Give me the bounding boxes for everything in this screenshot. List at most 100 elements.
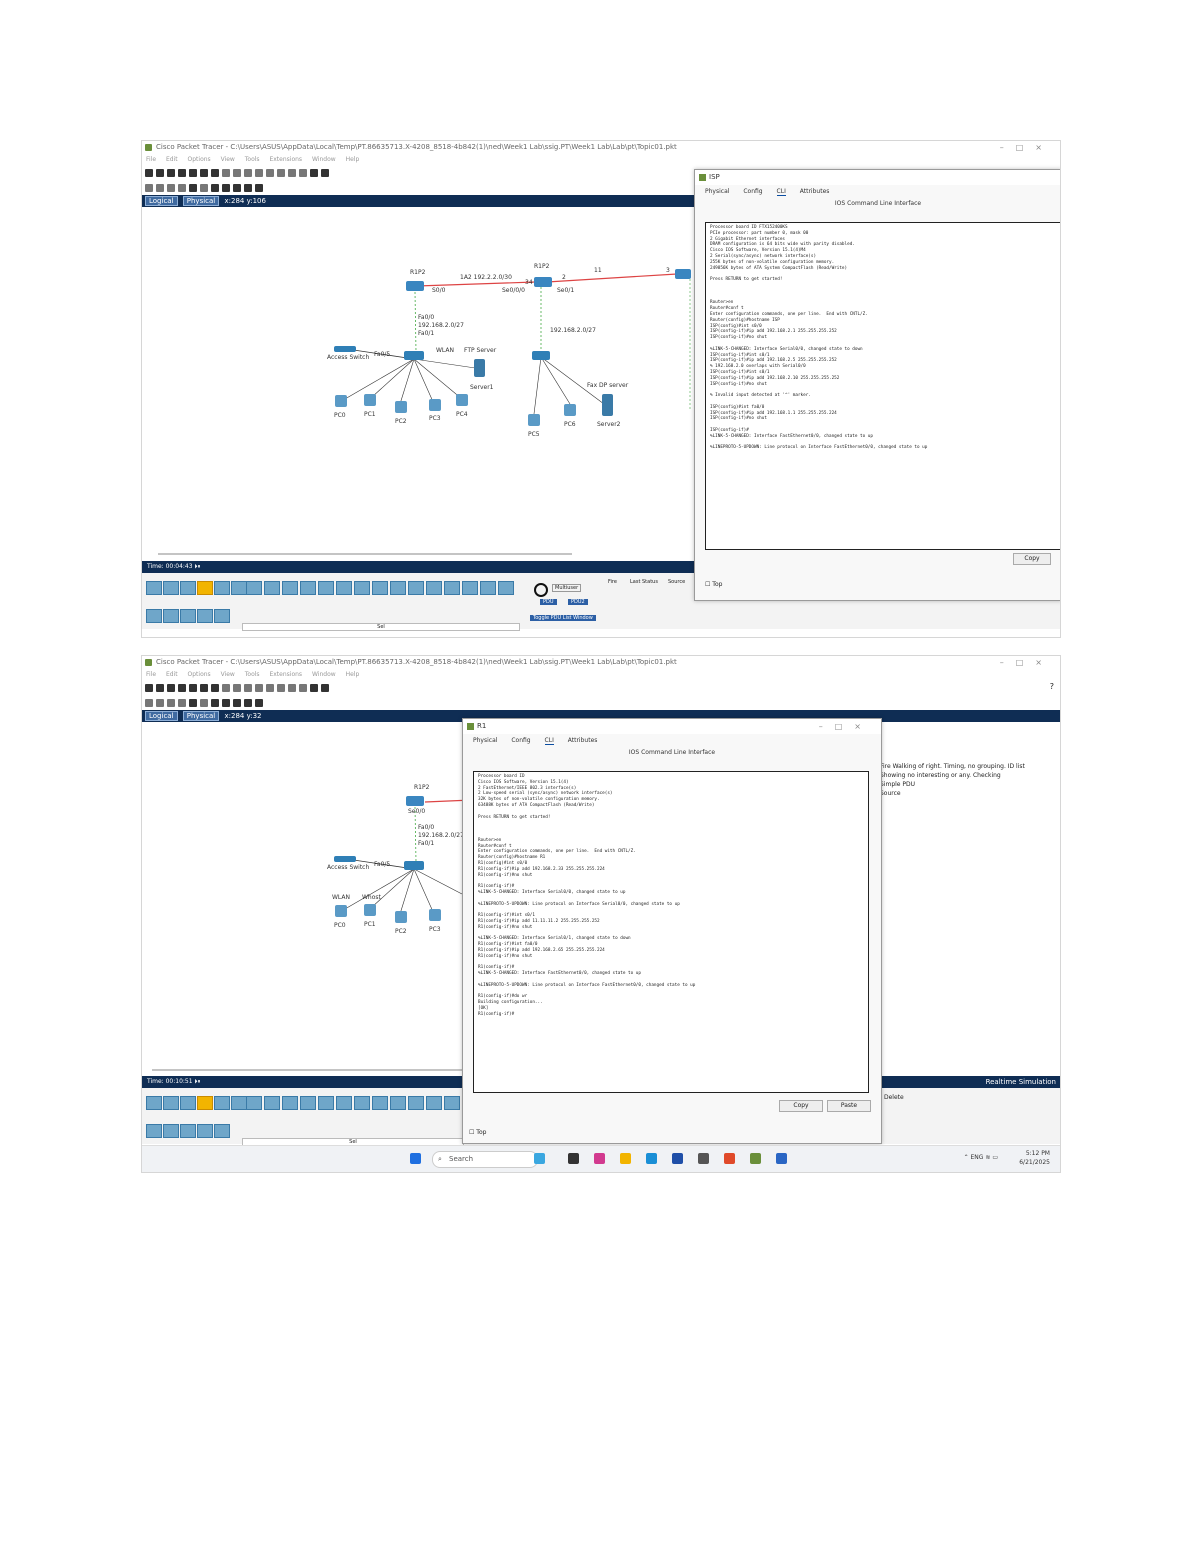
end-devices-category-icon[interactable] [214,1096,230,1110]
device-model-5-icon[interactable] [318,581,334,595]
server2[interactable] [602,394,613,416]
zoom-reset-icon[interactable] [266,683,274,692]
end-device-phone-icon[interactable] [214,609,230,623]
battery-icon[interactable]: ▭ [992,1154,998,1161]
copy-icon[interactable] [211,168,219,177]
device-model-8-icon[interactable] [372,581,388,595]
pc4[interactable] [456,394,468,406]
tab-physical[interactable]: Physical [473,737,498,744]
copy-icon[interactable] [211,683,219,692]
menu-file[interactable]: File [146,671,157,678]
switch-r1-lan[interactable] [404,351,424,360]
menu-extensions[interactable]: Extensions [269,671,303,678]
menu-view[interactable]: View [220,671,235,678]
tab-cli[interactable]: CLI [544,737,554,745]
print-icon[interactable] [178,683,186,692]
menu-extensions[interactable]: Extensions [269,156,303,163]
device-model-12-icon[interactable] [444,581,460,595]
paste-icon[interactable] [222,168,230,177]
tab-config[interactable]: Config [511,737,531,744]
taskbar-clock[interactable]: 5:12 PM 6/21/2025 [1019,1149,1050,1167]
device-model-10-icon[interactable] [408,581,424,595]
menu-options[interactable]: Options [187,156,211,163]
task-view-icon[interactable] [568,1153,579,1164]
device-model-2-icon[interactable] [264,1096,280,1110]
pc3[interactable] [429,909,441,921]
router-r2[interactable] [534,277,552,287]
draw-rectangle-icon[interactable] [288,683,296,692]
device-model-15-icon[interactable] [498,581,514,595]
line-icon[interactable] [200,698,208,707]
zoom-reset-icon[interactable] [266,168,274,177]
redo-icon[interactable] [244,168,252,177]
end-device-pc-icon[interactable] [146,609,162,623]
scenario-circle-icon[interactable] [534,583,548,597]
windows-start-icon[interactable] [410,1153,421,1164]
store-icon[interactable] [672,1153,683,1164]
top-checkbox[interactable]: ☐ Top [705,581,723,588]
device-model-2-icon[interactable] [264,581,280,595]
wifi-icon[interactable]: ≋ [985,1154,991,1161]
menu-file[interactable]: File [146,156,157,163]
tab-physical[interactable]: Physical [182,711,220,721]
copy-button[interactable]: Copy [779,1100,823,1112]
device-model-7-icon[interactable] [354,581,370,595]
scenario-select[interactable]: Multiuser [552,584,582,592]
switches-category-icon[interactable] [163,1096,179,1110]
menu-view[interactable]: View [220,156,235,163]
wan-emulation-category-icon[interactable] [231,1096,247,1110]
end-device-pc-icon[interactable] [146,1124,162,1138]
end-device-laptop-icon[interactable] [163,609,179,623]
help-icon[interactable]: ? [1049,682,1054,691]
tab-attributes[interactable]: Attributes [799,188,830,195]
undo-icon[interactable] [233,683,241,692]
delete-pdu-button[interactable]: PDU2 [568,599,588,605]
inspect-icon[interactable] [167,183,175,192]
chrome-icon[interactable] [724,1153,735,1164]
complex-pdu-icon[interactable] [255,183,263,192]
play-control-icon[interactable]: ⏵⏸ [194,563,201,570]
hubs-category-icon[interactable] [180,581,196,595]
end-device-printer-icon[interactable] [197,1124,213,1138]
cli-terminal[interactable]: Processor board ID Cisco IOS Software, V… [473,771,869,1093]
scenario-delete[interactable]: Delete [884,1094,904,1101]
device-model-11-icon[interactable] [426,581,442,595]
complex-pdu-icon[interactable] [255,698,263,707]
note-icon[interactable] [178,698,186,707]
wan-emulation-category-icon[interactable] [231,581,247,595]
device-model-1-icon[interactable] [246,581,262,595]
switch-r2-lan[interactable] [532,351,550,360]
delete-icon[interactable] [189,698,197,707]
copy-button[interactable]: Copy [1013,553,1051,565]
access-switch[interactable] [334,346,356,352]
save-icon[interactable] [167,168,175,177]
menu-tools[interactable]: Tools [244,156,260,163]
delete-icon[interactable] [189,183,197,192]
menu-edit[interactable]: Edit [165,156,178,163]
user-icon[interactable] [200,683,208,692]
router-r1[interactable] [406,796,424,806]
hubs-category-icon[interactable] [180,1096,196,1110]
end-device-server-icon[interactable] [180,1124,196,1138]
menu-help[interactable]: Help [345,671,360,678]
rectangle-icon[interactable] [211,183,219,192]
device-model-10-icon[interactable] [408,1096,424,1110]
select-icon[interactable] [145,183,153,192]
router-isp[interactable] [675,269,691,279]
tab-attributes[interactable]: Attributes [567,737,598,744]
zoom-out-icon[interactable] [277,683,285,692]
app-icon-1[interactable] [698,1153,709,1164]
top-checkbox[interactable]: ☐ Top [469,1129,487,1136]
device-model-13-icon[interactable] [462,581,478,595]
switches-category-icon[interactable] [163,581,179,595]
cli-terminal[interactable]: Processor board ID FTX152400KS PCIe proc… [705,222,1060,550]
zoom-in-icon[interactable] [255,683,263,692]
copilot-icon[interactable] [594,1153,605,1164]
device-model-14-icon[interactable] [480,581,496,595]
end-device-printer-icon[interactable] [197,609,213,623]
routers-category-icon[interactable] [146,1096,162,1110]
connections-category-icon[interactable] [197,581,213,595]
freehand-icon[interactable] [233,183,241,192]
new-file-icon[interactable] [145,168,153,177]
ellipse-icon[interactable] [222,183,230,192]
